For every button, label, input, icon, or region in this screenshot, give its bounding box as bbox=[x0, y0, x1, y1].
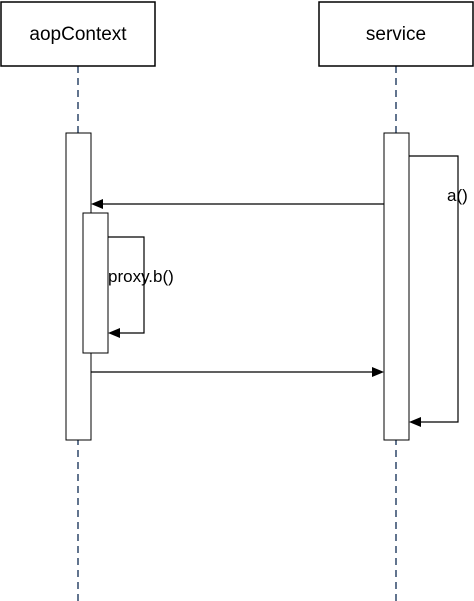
message-aopcontext-to-service bbox=[91, 367, 384, 377]
aopcontext-to-service-arrowhead bbox=[372, 367, 384, 377]
participant-aopcontext: aopContext bbox=[0, 1, 156, 67]
self-call-aopcontext-line bbox=[108, 236, 145, 334]
service-box bbox=[318, 1, 474, 67]
self-call-aopcontext-arrowhead bbox=[108, 328, 120, 338]
message-self-call-service: a() bbox=[409, 155, 468, 427]
service-label: service bbox=[366, 24, 426, 45]
aopcontext-box bbox=[0, 1, 156, 67]
message-self-call-aopcontext: proxy.b() bbox=[108, 236, 174, 338]
aopcontext-nested-activation bbox=[82, 212, 109, 354]
self-call-service-arrowhead bbox=[409, 417, 421, 427]
participant-service: service bbox=[318, 1, 474, 67]
service-to-aopcontext-arrowhead bbox=[91, 199, 103, 209]
service-activation bbox=[383, 132, 410, 441]
aopcontext-label: aopContext bbox=[29, 24, 127, 45]
self-call-service-label: a() bbox=[447, 186, 468, 205]
message-service-to-aopcontext bbox=[91, 199, 384, 209]
self-call-aopcontext-label: proxy.b() bbox=[108, 267, 174, 286]
self-call-service-line bbox=[409, 155, 459, 423]
